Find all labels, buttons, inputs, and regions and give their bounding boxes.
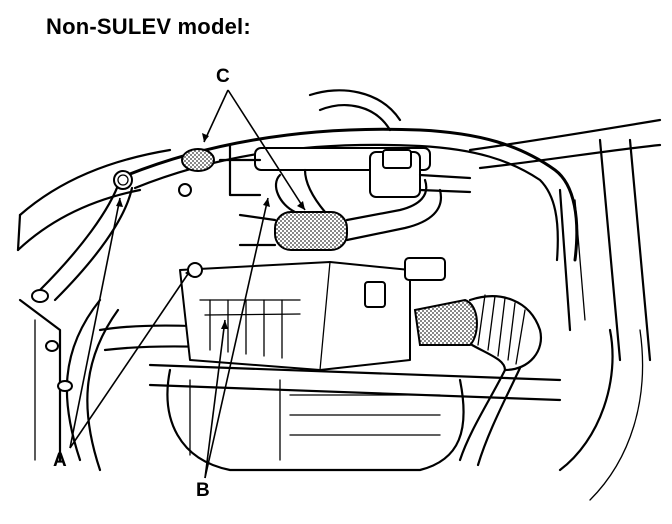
hose-section-right: [413, 298, 478, 346]
diagram-title: Non-SULEV model:: [46, 14, 251, 39]
center-hoses: [238, 168, 443, 247]
right-corrugated-hose: [458, 294, 543, 467]
vehicle-frame: [16, 118, 662, 501]
callout-label-c: C: [216, 66, 230, 87]
purge-valve-assembly: [218, 89, 472, 198]
evap-canister: [179, 257, 446, 371]
hose-section-c-center: [274, 211, 348, 251]
callout-leaders: [69, 89, 306, 479]
hose-section-c-left: [181, 148, 215, 172]
callout-label-b: B: [196, 480, 210, 501]
hose-clamp-b: [178, 183, 192, 197]
hose-clamp-a: [187, 262, 203, 278]
